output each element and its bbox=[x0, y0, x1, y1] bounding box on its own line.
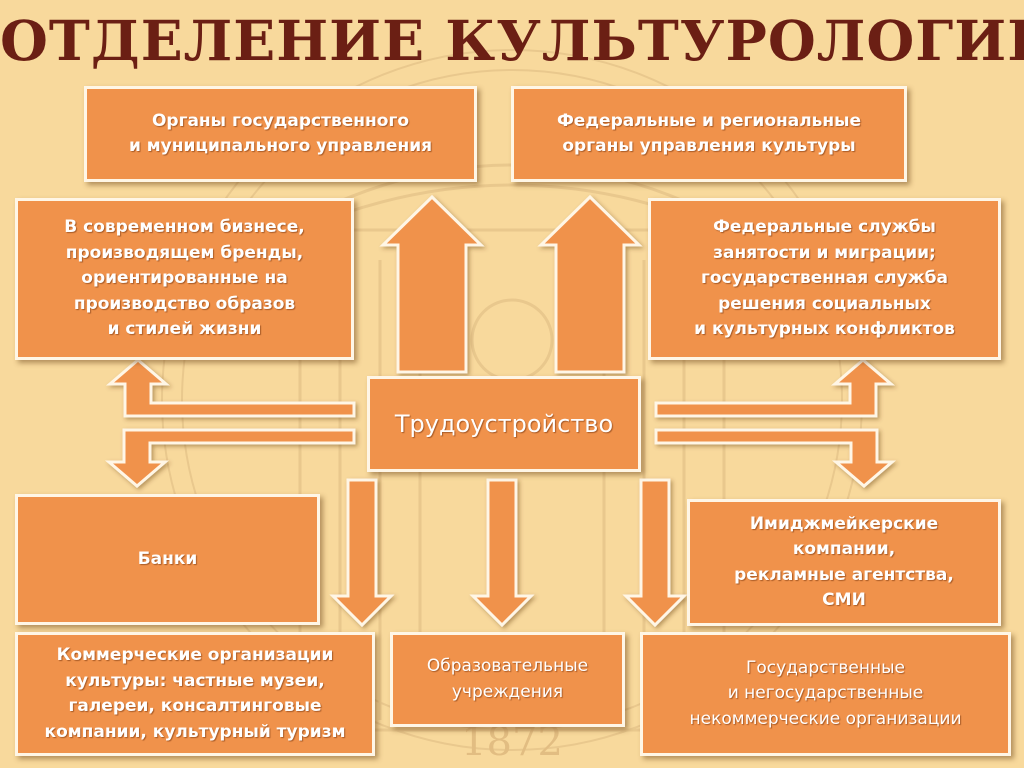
box-commercial: Коммерческие организации культуры: частн… bbox=[15, 632, 375, 756]
page-title: ОТДЕЛЕНИЕ КУЛЬТУРОЛОГИИ bbox=[0, 8, 1024, 73]
arrow-up-right bbox=[537, 194, 643, 374]
box-center-employment: Трудоустройство bbox=[367, 376, 641, 472]
arrow-left-down bbox=[104, 428, 356, 488]
box-employment: Федеральные службы занятости и миграции;… bbox=[648, 198, 1001, 360]
box-fed-regional: Федеральные и региональные органы управл… bbox=[511, 86, 907, 182]
arrow-right-up bbox=[654, 358, 896, 418]
arrow-down-left bbox=[329, 478, 395, 628]
box-gov-municipal: Органы государственного и муниципального… bbox=[84, 86, 477, 182]
arrow-up-left bbox=[379, 194, 485, 374]
arrow-down-right bbox=[622, 478, 688, 628]
box-image-makers: Имиджмейкерские компании, рекламные аген… bbox=[687, 499, 1001, 626]
arrow-right-down bbox=[654, 428, 897, 488]
box-business: В современном бизнесе, производящем брен… bbox=[15, 198, 354, 360]
box-nonprofit: Государственные и негосударственные неко… bbox=[640, 632, 1011, 756]
box-education: Образовательные учреждения bbox=[390, 632, 625, 727]
box-banks: Банки bbox=[15, 494, 320, 625]
arrow-left-up bbox=[105, 358, 356, 418]
arrow-down-center bbox=[469, 478, 535, 628]
